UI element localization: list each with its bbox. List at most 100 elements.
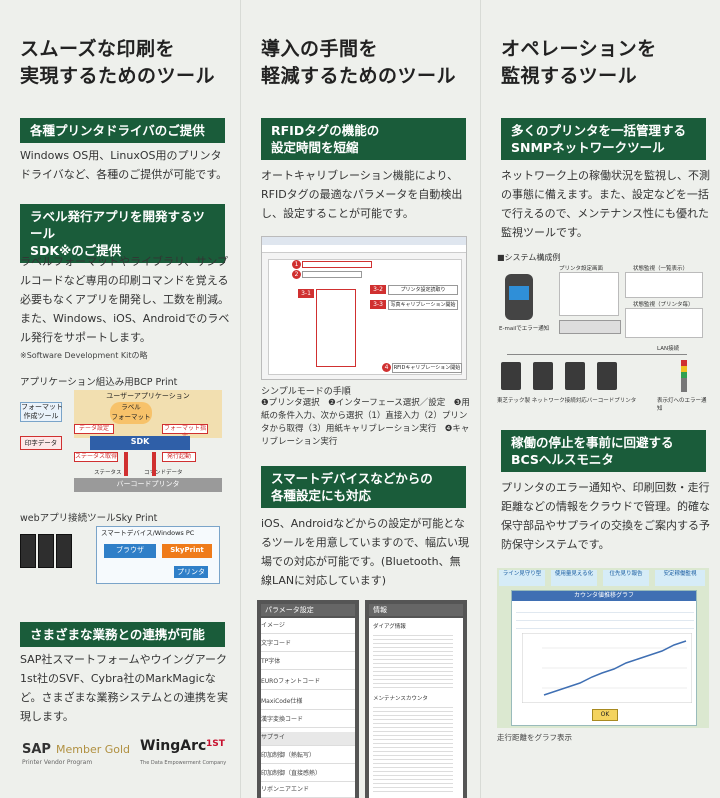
section-heading-smart-device: スマートデバイスなどからの 各種設定にも対応 — [261, 466, 466, 508]
step-badge: 4 — [382, 363, 391, 372]
format-spec-tag: フォーマット指定 — [162, 424, 208, 440]
section-heading-rfid: RFIDタグの機能の 設定時間を短縮 — [261, 118, 466, 160]
list-item[interactable]: EUROフォントコード — [261, 676, 355, 690]
window-titlebar — [262, 237, 466, 245]
screen-caption: プリンタ設定画面 — [559, 266, 604, 272]
printer-icon — [533, 362, 553, 390]
diag-info-text — [373, 632, 453, 690]
column-setup-tools: 導入の手間を 軽減するためのツール RFIDタグの機能の 設定時間を短縮 オート… — [240, 0, 480, 798]
section-body-rfid: オートキャリブレーション機能により、RFIDタグの最適なパラメータを自動検出し、… — [261, 169, 463, 220]
list-item[interactable]: TP字体 — [261, 656, 355, 670]
sap-logo: SAP Member Gold Printer Vendor Program — [22, 742, 131, 766]
data-setting-tag: データ設定 — [74, 424, 114, 434]
step-chip: ライン見守り型 — [499, 570, 545, 586]
maintenance-counter-text — [373, 704, 453, 792]
skyprint-box: SkyPrint — [162, 544, 212, 558]
issue-start-tag: 発行起動 — [162, 452, 196, 462]
section-heading-snmp: 多くのプリンタを一括管理する SNMPネットワークツール — [501, 118, 706, 160]
printer-icon — [565, 362, 585, 390]
section-heading-driver: 各種プリンタドライバのご提供 — [20, 118, 225, 143]
mail-icon — [509, 286, 529, 300]
diagram-bcp-print: ユーザーアプリケーション ラベル フォーマット フォーマット 作成ツール データ… — [20, 390, 230, 495]
section-heading-sdk: ラベル発行アプリを開発するツール SDK※のご提供 — [20, 204, 225, 263]
list-item[interactable]: 文字コード — [261, 638, 355, 652]
counter-series — [543, 640, 687, 696]
chart-window-title: カウンタ値推移グラフ — [512, 591, 696, 601]
status-get-tag: ステータス取得 — [74, 452, 118, 462]
lamp-label: 表示灯へのエラー通知 — [657, 398, 707, 412]
command-data-label: コマンドデータ — [144, 470, 183, 476]
step-badge: 2 — [292, 270, 301, 279]
lan-label: LAN接続 — [657, 346, 680, 352]
step-badge: 3-3 — [370, 300, 386, 309]
media-calibration-button[interactable]: 写真キャリブレーション開始 — [388, 300, 458, 310]
column-print-tools: スムーズな印刷を 実現するためのツール 各種プリンタドライバのご提供 Windo… — [0, 0, 240, 798]
step-chip: 位先見り報告 — [603, 570, 649, 586]
pc-icon — [559, 320, 621, 334]
arrow-up-icon — [124, 452, 128, 476]
steps-heading: シンプルモードの手順 — [261, 387, 351, 397]
system-diagram: プリンタ設定画面 状態監視（一覧表示） 状態監視（プリンタ毎） E-mailでエ… — [497, 264, 709, 412]
list-item[interactable]: 印加制御（直接感熱） — [261, 768, 355, 782]
list-item[interactable]: イメージ — [261, 620, 355, 634]
printer-setting-screen — [559, 272, 619, 316]
server-icon — [56, 534, 72, 568]
sdk-footnote: ※Software Development Kitの略 — [20, 351, 148, 360]
counter-line-chart — [522, 633, 692, 703]
sdk-bar: SDK — [90, 436, 190, 450]
section-heading-integration: さまざまな業務との連携が可能 — [20, 622, 225, 647]
screen-caption: 状態監視（一覧表示） — [633, 266, 689, 272]
step-chip: 使用量見える化 — [551, 570, 597, 586]
printer-icon — [501, 362, 521, 390]
section-body-snmp: ネットワーク上の稼働状況を監視し、不測の事態に備えます。また、設定などを一括で行… — [501, 169, 710, 239]
read-printer-setting-button[interactable]: プリンタ設定読取り — [388, 285, 458, 295]
diagram-bcp-caption: アプリケーション組込み用BCP Print — [20, 377, 178, 388]
interface-select[interactable] — [302, 271, 362, 278]
media-input-group — [316, 289, 356, 367]
printer-icon — [597, 362, 617, 390]
rfid-calibration-button[interactable]: RFIDキャリブレーション開始 — [392, 363, 462, 373]
section-body-driver: Windows OS用、LinuxOS用のプリンタドライバなど、各種のご提供が可… — [20, 149, 228, 181]
phone-header: パラメータ設定 — [261, 604, 355, 616]
format-tool-box: フォーマット 作成ツール — [20, 402, 63, 422]
device-label: スマートデバイス/Windows PC — [101, 529, 195, 537]
email-notify-label: E-mailでエラー通知 — [499, 326, 550, 332]
signal-lamp-icon — [681, 360, 687, 392]
lan-line — [507, 354, 687, 355]
printers-label: 東芝テック製 ネットワーク接続対応バーコードプリンタ — [497, 398, 637, 404]
column-title: オペレーションを 監視するツール — [501, 38, 657, 87]
ok-button[interactable]: OK — [592, 709, 618, 721]
section-heading-bcs: 稼働の停止を事前に回避する BCSヘルスモニタ — [501, 430, 706, 472]
list-item[interactable]: リボンニアエンド — [261, 784, 355, 798]
steps-text: ❶プリンタ選択 ❷インターフェース選択／設定 ❸用紙の条件入力、次から選択（1）… — [261, 398, 470, 447]
rfid-calibration-screenshot: プリンタ設定読取り 写真キャリブレーション開始 RFIDキャリブレーション開始 … — [261, 236, 467, 380]
bcs-monitor-screenshot: ライン見守り型 使用量見える化 位先見り報告 安定稼働監視 カウンタ値推移グラフ… — [497, 568, 709, 728]
label-format-shape: ラベル フォーマット — [110, 402, 152, 424]
system-diagram-caption: ■システム構成例 — [497, 253, 561, 262]
browser-box: ブラウザ — [104, 544, 156, 558]
step-chip: 安定稼働監視 — [655, 570, 705, 586]
phone-info-screen: 情報 ダイアグ情報 メンテナンスカウンタ — [365, 600, 467, 798]
section-body-bcs: プリンタのエラー通知や、印刷回数・走行距離などの情報をクラウドで管理。的確な保守… — [501, 481, 710, 551]
step-badge: 3-2 — [370, 285, 386, 294]
list-item[interactable]: 印加制御（熱転写） — [261, 750, 355, 764]
user-app-label: ユーザーアプリケーション — [106, 392, 190, 400]
menu-bar — [262, 245, 466, 253]
section-body-integration: SAP社スマートフォームやウイングアーク1st社のSVF、Cybra社のMark… — [20, 653, 229, 723]
diagram-skyprint-caption: webアプリ接続ツールSky Print — [20, 513, 158, 524]
column-monitor-tools: オペレーションを 監視するツール 多くのプリンタを一括管理する SNMPネットワ… — [480, 0, 720, 798]
maintenance-counter-label: メンテナンスカウンタ — [373, 696, 428, 702]
list-item[interactable]: 漢字変換コード — [261, 714, 355, 728]
list-item[interactable]: MaxiCode仕様 — [261, 696, 355, 710]
server-icon — [20, 534, 36, 568]
phone-header: 情報 — [369, 604, 463, 616]
monitor-caption: 走行距離をグラフ表示 — [497, 733, 572, 742]
printer-select[interactable] — [302, 261, 372, 268]
section-body-sdk: ラベルフォーマットやライブラリ、サンプルコードなど専用の印刷コマンドを覚える必要… — [20, 255, 230, 344]
column-title: 導入の手間を 軽減するためのツール — [261, 38, 457, 87]
phone-parameter-screen: パラメータ設定 イメージ 文字コード TP字体 EUROフォントコード Maxi… — [257, 600, 359, 798]
status-list-screen — [625, 272, 703, 298]
section-body-smart-device: iOS、Androidなどからの設定が可能となるツールを用意していますので、幅広… — [261, 517, 470, 587]
step-badge: 3-1 — [298, 289, 314, 298]
column-title: スムーズな印刷を 実現するためのツール — [20, 38, 216, 87]
